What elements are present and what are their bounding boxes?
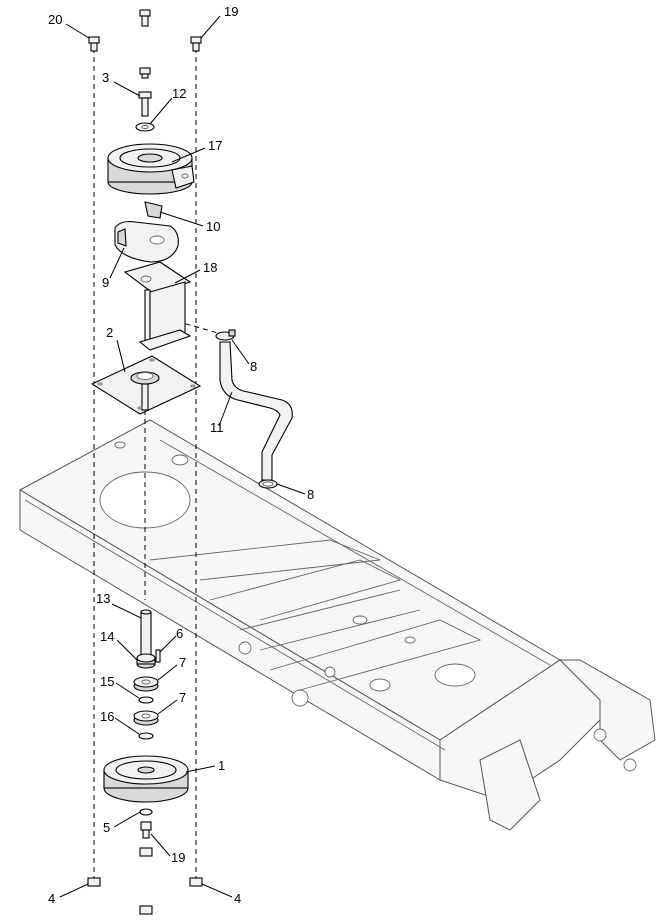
callout-17: 17 [208,138,222,153]
callout-20: 20 [48,12,62,27]
anti-rotation-bracket-10 [144,201,163,219]
mounting-plate-2 [90,355,202,415]
callout-4-left: 4 [48,891,55,906]
callout-3: 3 [102,70,109,85]
washer-5 [139,808,153,816]
hose-clamp-8-upper [215,329,236,341]
callout-18: 18 [203,260,217,275]
callout-13: 13 [96,591,110,606]
nut-very-bottom [139,905,153,915]
bolt-19-top [190,36,202,52]
callout-14: 14 [100,629,114,644]
callout-8-lower: 8 [307,487,314,502]
bolt-top-center [139,9,151,27]
hose-clamp-8-lower [258,479,278,489]
callout-9: 9 [102,275,109,290]
key-6 [155,649,161,663]
spacer-14 [136,653,156,669]
bearing-7-upper [133,676,159,692]
spacer-15 [138,696,154,704]
bolt-19-bottom [140,821,152,839]
bearing-7-lower [133,710,159,726]
bolt-20 [88,36,100,52]
callout-12: 12 [172,86,186,101]
callout-15: 15 [100,674,114,689]
washer-12 [135,122,155,132]
bracket-plate-18 [123,261,192,351]
nut-4-right [189,877,203,887]
callout-5: 5 [103,820,110,835]
spindle-13 [140,609,152,659]
callout-8-upper: 8 [250,359,257,374]
callout-19-top: 19 [224,4,238,19]
pto-clutch-17 [107,143,195,195]
callout-labels: 20 19 3 12 17 10 9 18 2 8 11 8 13 14 6 7… [48,4,314,906]
nut-bottom-center [139,847,153,857]
callout-7-lower: 7 [179,690,186,705]
alignment-lines [93,48,226,880]
bolt-3 [138,67,152,117]
callout-11: 11 [210,420,224,435]
callout-1: 1 [218,758,225,773]
pulley-1 [103,755,189,803]
spacer-16 [138,732,154,740]
callout-7-upper: 7 [179,655,186,670]
callout-2: 2 [106,325,113,340]
callout-6: 6 [176,626,183,641]
callout-4-right: 4 [234,891,241,906]
leader-lines [59,15,306,898]
pulley-cover-9 [114,221,179,263]
callout-10: 10 [206,219,220,234]
callout-16: 16 [100,709,114,724]
callout-19-bottom: 19 [171,850,185,865]
nut-4-left [87,877,101,887]
